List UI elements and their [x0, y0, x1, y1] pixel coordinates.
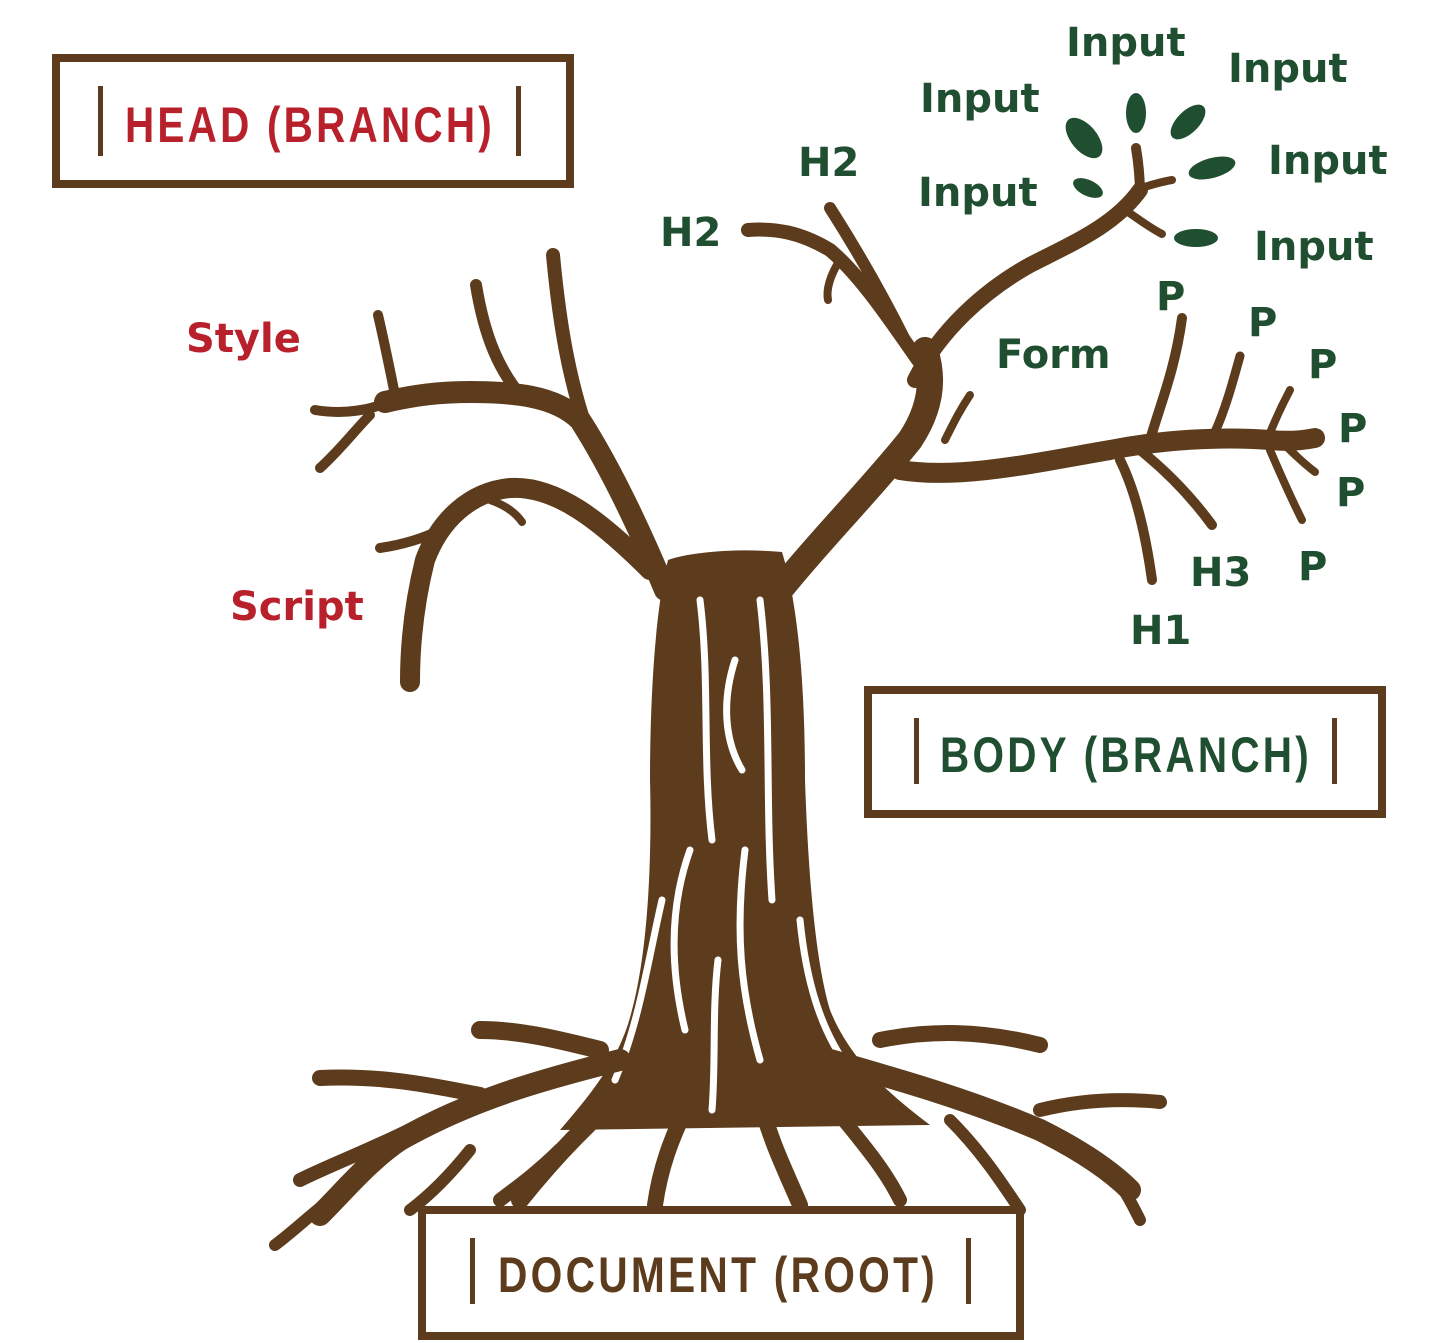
twig-p2 — [1210, 351, 1245, 437]
body-sign-label: BODY (BRANCH) — [940, 727, 1312, 783]
root — [813, 1083, 907, 1207]
branch-body-main — [767, 337, 943, 603]
body-sign-bar-right — [1332, 718, 1337, 784]
root-sign-label: DOCUMENT (ROOT) — [498, 1247, 938, 1303]
label-p-2: P — [1248, 300, 1277, 346]
body-sign-frame — [864, 686, 1386, 818]
root — [404, 1144, 476, 1216]
twig-p1 — [1145, 313, 1187, 445]
twig-h2-1 — [823, 256, 844, 304]
head-sign: HEAD (BRANCH) — [52, 54, 574, 188]
twig-style-3 — [315, 410, 375, 473]
twig-input-right — [1131, 176, 1176, 194]
tree-illustration — [269, 93, 1325, 1251]
leaf — [1073, 178, 1103, 198]
label-input-3: Input — [920, 76, 1040, 122]
label-p-6: P — [1298, 544, 1327, 590]
body-sign: BODY (BRANCH) — [864, 686, 1386, 818]
label-h1: H1 — [1130, 608, 1191, 654]
label-style: Style — [186, 316, 301, 362]
label-h3: H3 — [1190, 550, 1251, 596]
branch-h2-top — [824, 202, 911, 346]
root — [309, 1049, 631, 1226]
roots — [269, 1021, 1167, 1251]
twig-input-low — [1121, 206, 1166, 238]
root — [944, 1114, 1026, 1216]
head-sign-bar-right — [516, 86, 521, 156]
root-sign: DOCUMENT (ROOT) — [418, 1206, 1024, 1340]
twig-style-5 — [546, 248, 592, 432]
twig-style-2 — [373, 310, 400, 400]
branch-script — [400, 477, 660, 692]
label-input-2: Input — [1228, 46, 1348, 92]
twig-h1 — [1115, 455, 1157, 585]
label-h2-left: H2 — [660, 210, 721, 256]
root — [471, 1021, 609, 1059]
label-p-1: P — [1156, 274, 1185, 320]
leaves — [1065, 93, 1236, 247]
leaf — [1188, 156, 1236, 180]
root-sign-bar-right — [966, 1238, 971, 1304]
label-form: Form — [996, 332, 1111, 378]
label-input-1: Input — [1066, 20, 1186, 66]
root — [752, 1092, 808, 1213]
twig-script-2 — [486, 496, 526, 526]
twig-p5 — [1266, 446, 1306, 524]
tree-trunk — [560, 550, 930, 1130]
root — [511, 1071, 649, 1209]
label-h2-top: H2 — [798, 140, 859, 186]
leaf — [1170, 104, 1206, 140]
root — [872, 1025, 1048, 1053]
root — [312, 1069, 488, 1103]
label-input-6: Input — [1254, 224, 1374, 270]
leaf — [1126, 93, 1146, 133]
twig-style-4 — [470, 279, 526, 401]
twig-p3 — [1264, 386, 1294, 442]
root — [293, 1123, 417, 1187]
label-p-3: P — [1308, 342, 1337, 388]
body-sign-bar-left — [914, 718, 919, 784]
branch-style — [374, 381, 676, 601]
root-sign-frame — [418, 1206, 1024, 1340]
label-input-5: Input — [918, 170, 1038, 216]
head-sign-frame — [52, 54, 574, 188]
branch-h2-left — [741, 222, 925, 367]
twig-style-1 — [310, 395, 400, 417]
twig-h3 — [1135, 445, 1217, 530]
label-script: Script — [230, 584, 364, 630]
root — [493, 1143, 567, 1207]
root — [1033, 1093, 1167, 1117]
leaf — [1174, 229, 1218, 247]
branch-paragraphs — [890, 428, 1325, 483]
branch-form — [907, 182, 1148, 388]
twig-script-1 — [375, 525, 445, 553]
root — [269, 1194, 336, 1251]
bark-texture — [611, 596, 854, 1114]
twig-form-small — [941, 391, 974, 444]
label-input-4: Input — [1268, 138, 1388, 184]
twig-p4 — [1276, 436, 1319, 476]
root-sign-bar-left — [470, 1238, 475, 1304]
head-labels: Style Script — [186, 316, 364, 630]
label-p-5: P — [1336, 470, 1365, 516]
root — [647, 1092, 698, 1213]
root — [1094, 1154, 1146, 1226]
leaf — [1065, 117, 1103, 159]
body-labels: H2 H2 Form Input Input Input Input Input… — [660, 20, 1388, 654]
head-sign-bar-left — [98, 86, 103, 156]
label-p-4: P — [1338, 406, 1367, 452]
head-sign-label: HEAD (BRANCH) — [125, 97, 495, 153]
